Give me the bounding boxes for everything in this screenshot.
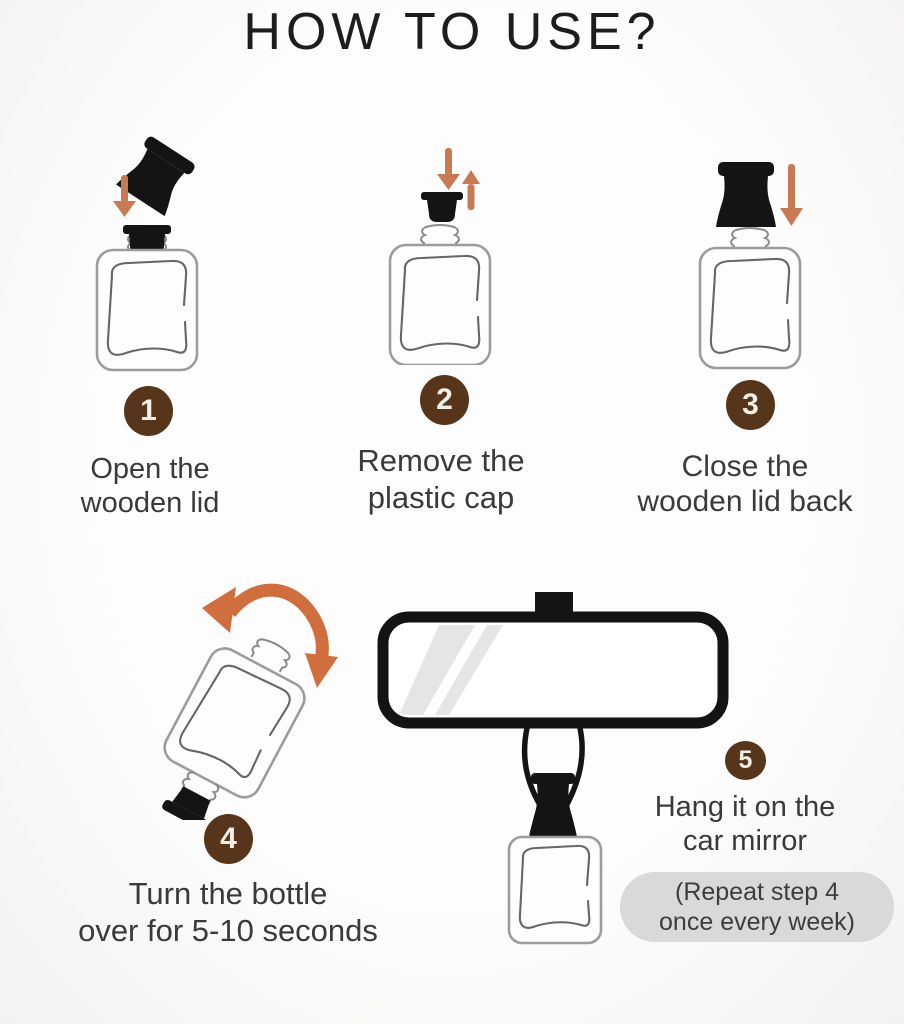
tilted-bottle-icon — [162, 638, 306, 820]
step4-label-line1: Turn the bottle — [128, 876, 328, 911]
rearview-mirror-icon — [377, 611, 729, 729]
step1-figure — [95, 136, 199, 372]
wooden-lid-tilted-icon — [116, 136, 195, 217]
step3-label: Close the wooden lid back — [595, 449, 895, 520]
repeat-note-line1: (Repeat step 4 — [675, 877, 839, 906]
step2-label: Remove the plastic cap — [321, 443, 561, 516]
step5-label: Hang it on the car mirror — [620, 790, 870, 858]
step4-number-badge: 4 — [204, 814, 253, 864]
repeat-note-pill: (Repeat step 4 once every week) — [620, 872, 894, 942]
step3-figure — [698, 162, 803, 370]
bottle-neck-threads — [420, 224, 460, 247]
plastic-cap-icon — [421, 192, 463, 222]
bottle-icon — [698, 246, 802, 370]
down-arrow-icon — [437, 148, 460, 190]
step5-label-line1: Hang it on the — [654, 791, 836, 823]
down-arrow-icon — [780, 164, 803, 226]
page-title: HOW TO USE? — [243, 3, 661, 61]
down-arrow-icon — [113, 175, 136, 217]
hanging-bottle-icon — [507, 835, 603, 945]
step4-label-line2: over for 5-10 seconds — [78, 912, 378, 948]
step2-label-line2: plastic cap — [367, 479, 515, 515]
step2-number-badge: 2 — [420, 375, 469, 425]
wooden-lid-icon — [529, 773, 577, 837]
step1-number-badge: 1 — [124, 386, 173, 436]
step1-label: Open the wooden lid — [30, 452, 270, 520]
wooden-lid-icon — [716, 162, 776, 227]
step5-number-badge: 5 — [725, 741, 766, 780]
step3-label-line2: wooden lid back — [637, 485, 853, 519]
mirror-reflection-streaks — [399, 625, 503, 715]
bottle-icon — [95, 248, 199, 372]
bottle-neck-threads — [730, 227, 770, 250]
repeat-note-line2: once every week) — [659, 908, 855, 936]
rotate-arrow-icon — [202, 583, 338, 688]
step4-figure — [162, 583, 338, 820]
step5-figure — [377, 592, 729, 945]
step5-label-line2: car mirror — [682, 825, 808, 858]
bottle-icon — [388, 243, 492, 365]
step1-label-line1: Open the — [90, 453, 210, 485]
step3-number-badge: 3 — [726, 380, 775, 430]
step4-label: Turn the bottle over for 5-10 seconds — [28, 876, 428, 949]
up-arrow-icon — [462, 170, 480, 210]
step2-figure — [388, 148, 492, 365]
step2-label-line1: Remove the — [357, 443, 525, 478]
step3-label-line1: Close the — [681, 450, 809, 483]
step1-label-line2: wooden lid — [80, 487, 220, 520]
